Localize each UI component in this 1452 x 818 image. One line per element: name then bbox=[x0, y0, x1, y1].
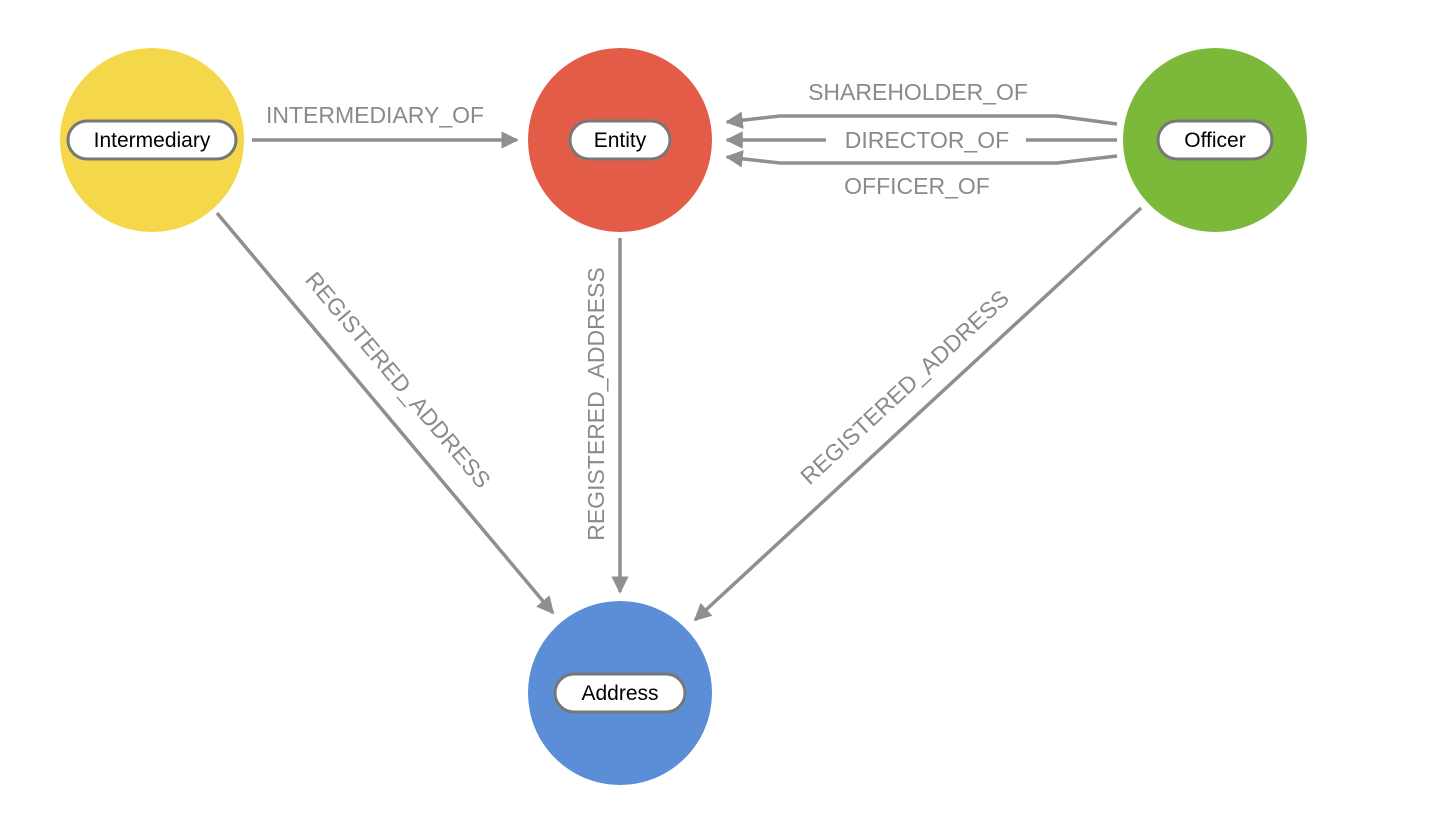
edge-officer-registered-address[interactable]: REGISTERED_ADDRESS bbox=[693, 206, 1143, 622]
node-entity[interactable]: Entity bbox=[528, 48, 712, 232]
node-officer-label: Officer bbox=[1184, 129, 1245, 152]
edge-intermediary-of-label: INTERMEDIARY_OF bbox=[266, 102, 484, 128]
node-entity-pill bbox=[568, 119, 672, 161]
edge-director-of-label-bg bbox=[826, 122, 1026, 156]
edge-officer-registered-address-label: REGISTERED_ADDRESS bbox=[795, 285, 1014, 490]
node-officer-pill bbox=[1156, 119, 1274, 161]
node-address-label: Address bbox=[581, 682, 658, 705]
edge-entity-registered-address-label: REGISTERED_ADDRESS bbox=[583, 267, 609, 541]
edge-officer-of[interactable]: OFFICER_OF bbox=[725, 150, 1118, 199]
edge-shareholder-of-line bbox=[725, 111, 1118, 129]
node-officer[interactable]: Officer bbox=[1123, 48, 1307, 232]
edge-officer-of-label: OFFICER_OF bbox=[844, 173, 990, 199]
edge-director-of[interactable]: DIRECTOR_OF bbox=[725, 122, 1117, 156]
edge-intermediary-of[interactable]: INTERMEDIARY_OF bbox=[252, 102, 519, 149]
node-entity-label: Entity bbox=[594, 129, 647, 152]
edge-intermediary-registered-address[interactable]: REGISTERED_ADDRESS bbox=[215, 211, 555, 615]
edge-intermediary-registered-address-line bbox=[215, 211, 555, 615]
edge-officer-registered-address-line bbox=[693, 206, 1143, 622]
node-intermediary[interactable]: Intermediary bbox=[60, 48, 244, 232]
edge-intermediary-registered-address-label: REGISTERED_ADDRESS bbox=[300, 267, 496, 493]
edge-shareholder-of[interactable]: SHAREHOLDER_OF bbox=[725, 79, 1118, 129]
node-intermediary-label: Intermediary bbox=[94, 129, 211, 152]
node-intermediary-pill bbox=[66, 119, 238, 161]
edge-director-of-label: DIRECTOR_OF bbox=[845, 127, 1009, 153]
edge-entity-registered-address[interactable]: REGISTERED_ADDRESS bbox=[583, 238, 629, 594]
edge-officer-of-line bbox=[725, 150, 1118, 168]
node-address-pill bbox=[553, 672, 687, 714]
node-address[interactable]: Address bbox=[528, 601, 712, 785]
edge-shareholder-of-label: SHAREHOLDER_OF bbox=[808, 79, 1028, 105]
